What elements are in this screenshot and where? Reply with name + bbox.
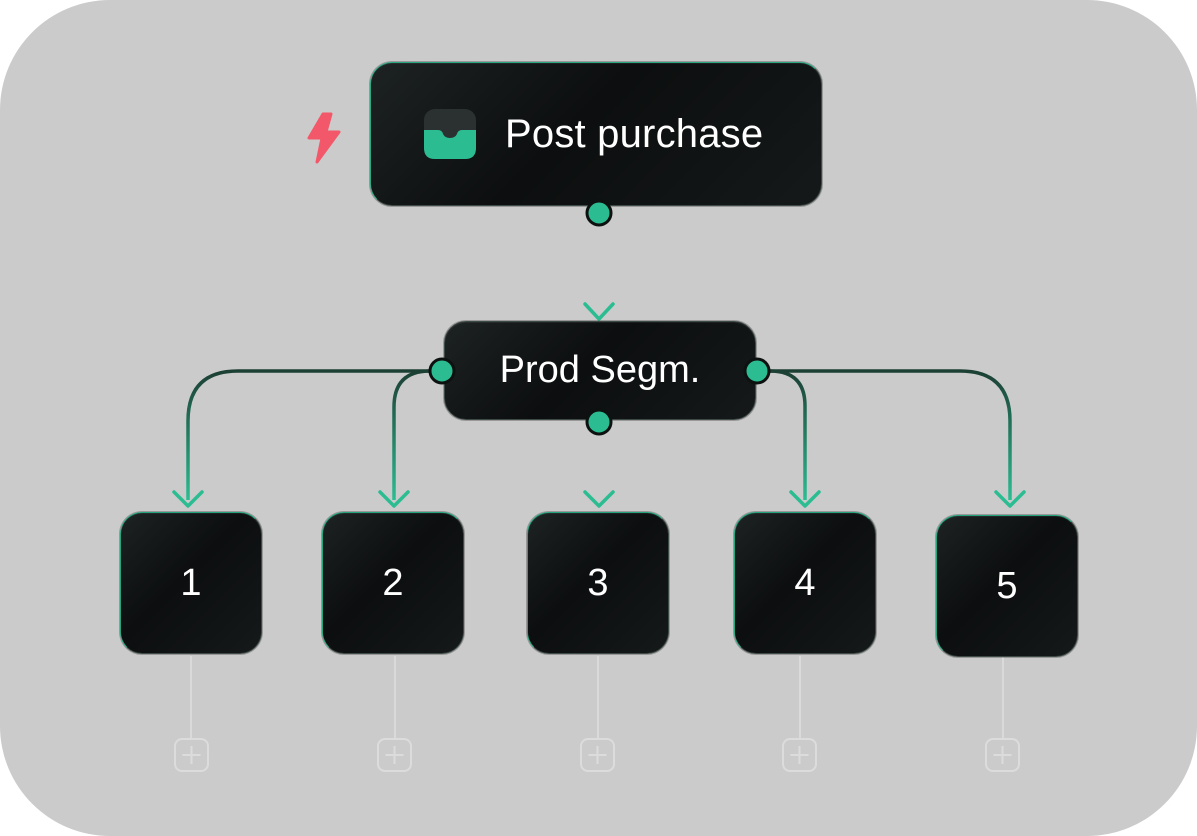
branch-label: 5 — [996, 564, 1018, 607]
branch-node-3[interactable]: 3 — [527, 512, 669, 654]
lightning-bolt-icon — [307, 112, 341, 164]
trigger-node[interactable]: Post purchase — [370, 62, 822, 206]
segment-label: Prod Segm. — [499, 349, 701, 391]
arrowhead-segment — [583, 302, 615, 321]
add-step-button-3[interactable] — [580, 738, 615, 772]
plus-square-icon — [790, 746, 809, 764]
branch-node-4[interactable]: 4 — [734, 512, 876, 654]
add-step-button-2[interactable] — [377, 738, 412, 772]
plus-square-icon — [182, 746, 201, 764]
arrowhead-branch-4 — [789, 490, 821, 508]
arrowhead-branch-5 — [994, 490, 1026, 508]
segment-node[interactable]: Prod Segm. — [444, 321, 756, 420]
add-step-button-1[interactable] — [174, 738, 209, 772]
arrowhead-branch-3 — [583, 490, 615, 508]
branch-label: 4 — [794, 561, 816, 604]
add-step-button-5[interactable] — [985, 738, 1020, 772]
connector-segment-to-branch-1 — [186, 369, 441, 500]
plus-square-icon — [385, 746, 404, 764]
connector-segment-to-branch-4 — [757, 369, 807, 500]
branch-label: 3 — [587, 561, 609, 604]
trigger-label: Post purchase — [505, 111, 764, 156]
branch-node-2[interactable]: 2 — [322, 512, 464, 654]
branch-node-1[interactable]: 1 — [120, 512, 262, 654]
inbox-icon — [424, 109, 476, 159]
branch-label: 2 — [382, 561, 404, 604]
arrowhead-branch-1 — [172, 490, 204, 508]
plus-square-icon — [993, 746, 1012, 764]
connector-segment-to-branch-2 — [392, 369, 441, 500]
branch-label: 1 — [180, 561, 202, 604]
arrowhead-branch-2 — [378, 490, 410, 508]
branch-node-5[interactable]: 5 — [936, 515, 1078, 657]
add-step-button-4[interactable] — [782, 738, 817, 772]
connector-segment-to-branch-5 — [757, 369, 1012, 500]
plus-square-icon — [588, 746, 607, 764]
